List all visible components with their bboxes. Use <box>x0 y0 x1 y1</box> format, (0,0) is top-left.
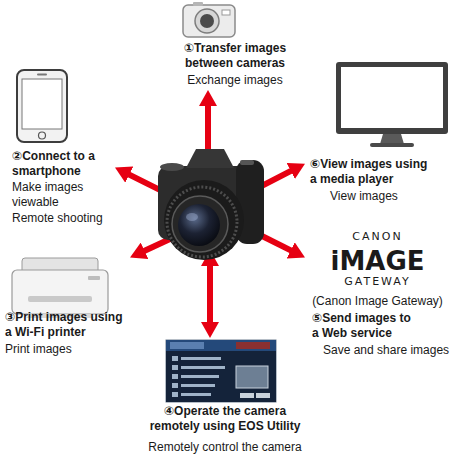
dslr-camera-icon <box>158 149 264 260</box>
menu-line <box>181 366 225 369</box>
menu-icon <box>172 383 178 388</box>
pentaprism <box>186 149 234 168</box>
menu-line <box>181 375 219 378</box>
printer-icon <box>12 258 108 318</box>
menu-icon <box>172 356 178 361</box>
function-description: Save and share images <box>323 343 450 358</box>
phone-screen <box>22 79 62 129</box>
monitor-bezel <box>336 62 448 134</box>
phone-body <box>17 70 67 142</box>
function-group: ①Transfer images between camerasExchange… <box>160 0 310 90</box>
compact-camera-icon <box>183 2 235 37</box>
function-title: ③Print images using a Wi-Fi printer <box>5 310 130 340</box>
function-description: Print images <box>5 342 130 357</box>
smartphone-icon <box>17 70 67 142</box>
monitor-icon <box>336 62 448 147</box>
menu-icon <box>172 365 178 370</box>
software-window-icon <box>166 340 276 402</box>
function-title: ①Transfer images between cameras <box>160 41 310 71</box>
home-button <box>39 132 46 139</box>
function-group: ④Operate the camera remotely using EOS U… <box>145 338 305 458</box>
function-description: Make images viewable <box>12 180 115 210</box>
speaker <box>37 74 47 76</box>
logo-text: CANON <box>305 231 450 243</box>
menu-line <box>181 357 221 360</box>
window-title-bar <box>166 340 276 351</box>
window-panel <box>166 351 276 402</box>
menu-icon <box>172 374 178 379</box>
window-tab <box>170 342 204 349</box>
monitor-screen <box>341 67 443 128</box>
menu-line <box>181 393 211 396</box>
function-description: (Canon Image Gateway) <box>305 294 450 309</box>
function-title: ②Connect to a smartphone <box>12 149 115 179</box>
monitor-stand <box>380 134 404 144</box>
function-description: View images <box>330 189 450 204</box>
lens-glass <box>178 204 220 246</box>
preview-thumbnail <box>236 366 268 388</box>
lens-glass <box>200 14 214 28</box>
zoom-ring <box>167 187 237 257</box>
window-tab <box>236 342 270 349</box>
function-description: Remotely control the camera <box>145 440 305 455</box>
connection-arrow <box>205 102 211 153</box>
paper-slot <box>28 296 92 302</box>
menu-line <box>181 384 215 387</box>
window-button <box>256 393 270 398</box>
printer-body <box>12 270 108 314</box>
focus-ring <box>172 196 228 252</box>
function-group: ⑥View images using a media playerView im… <box>305 60 450 205</box>
connector-layer <box>126 102 295 326</box>
function-group: CANON iMAGEGATEWAY (Canon Image Gateway) ⑤S… <box>305 226 450 358</box>
function-group <box>185 165 245 250</box>
mode-dial <box>160 163 184 171</box>
window-button <box>240 393 254 398</box>
function-description: Remote shooting <box>12 211 115 226</box>
window-frame <box>166 340 276 402</box>
shutter-button <box>193 2 203 6</box>
menu-icon <box>172 392 178 397</box>
logo-text: iMAGE <box>305 248 450 275</box>
function-title: ⑥View images using a media player <box>310 157 432 187</box>
lens-ring <box>195 9 219 33</box>
function-description: Exchange images <box>160 73 310 88</box>
lens-barrel <box>164 180 244 260</box>
connection-arrow <box>207 262 213 326</box>
camera-body <box>183 5 235 37</box>
lens-reflection <box>186 213 198 221</box>
logo-text: GATEWAY <box>305 276 450 288</box>
monitor-base <box>370 143 414 147</box>
printer-panel <box>88 276 100 280</box>
shutter-button <box>240 160 254 165</box>
function-group: ②Connect to a smartphoneMake images view… <box>10 68 115 228</box>
function-title: ④Operate the camera remotely using EOS U… <box>145 404 305 434</box>
function-group: ③Print images using a Wi-Fi printerPrint… <box>5 252 130 360</box>
function-title: ⑤Send images to a Web service <box>312 311 416 341</box>
flash <box>222 10 230 15</box>
